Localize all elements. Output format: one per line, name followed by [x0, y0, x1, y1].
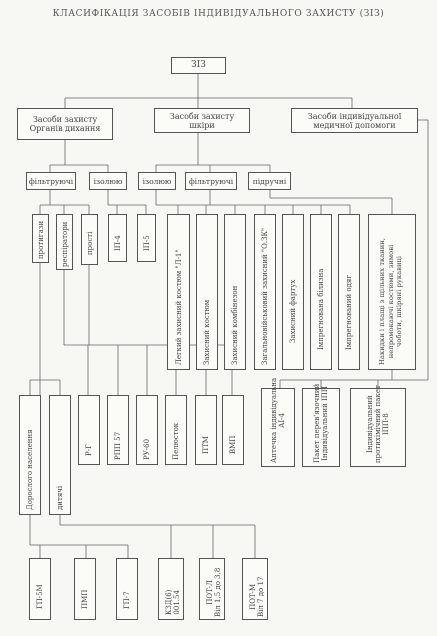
- apron-box: Захисний фартух: [282, 214, 304, 370]
- impregnated-underwear-label: Імпрегнована білизна: [317, 268, 325, 350]
- children-box: дитячі: [49, 395, 71, 515]
- protective-suit-label: Захисний костюм: [203, 299, 211, 365]
- impregnated-clothing-box: Імпрегнований одяг: [338, 214, 360, 370]
- improvised-items-label: Накидки і плащі з щільних тканин, непром…: [378, 237, 403, 365]
- vmp-label: ВМП: [229, 435, 237, 454]
- respirators-label: респіратори: [60, 221, 69, 267]
- pmp-label: ПМП: [81, 589, 89, 609]
- light-suit-l1-label: Легкий захисний костюм "Л-1": [174, 249, 183, 365]
- ip5-box: ІП-5: [137, 214, 156, 262]
- respiratory-protection-label: Засоби захисту Органів дихання: [29, 115, 101, 133]
- isolating-respiratory-label: ізолюю: [93, 176, 123, 186]
- improvised-items-box: Накидки і плащі з щільних тканин, непром…: [368, 214, 416, 370]
- kzd6-label: КЗД(6) 001.54: [165, 589, 181, 615]
- isolating-respiratory-box: ізолюю: [89, 172, 127, 190]
- ip4-label: ІП-4: [113, 235, 122, 251]
- petal-label: Пелюсток: [172, 422, 180, 460]
- rg-box: Р-Г: [78, 395, 100, 465]
- first-aid-kit-ai4-label: Аптечка індивідуальна АІ-4: [270, 377, 286, 463]
- rg-label: Р-Г: [85, 444, 93, 456]
- root-label: ЗІЗ: [191, 60, 206, 70]
- ptm-box: ПТМ: [195, 395, 217, 465]
- ru60-label: РУ-60: [143, 438, 151, 460]
- skin-protection-label: Засоби захисту шкіри: [169, 111, 235, 130]
- ptm-label: ПТМ: [202, 436, 210, 454]
- filtering-respiratory-box: фільтруючі: [26, 172, 76, 190]
- filtering-skin-label: фільтруючі: [188, 176, 234, 186]
- gp7-label: ГП-7: [123, 591, 131, 609]
- improvised-means-label: підручні: [252, 176, 287, 186]
- medical-aid-label: Засоби індивідуальної медичної допомоги: [307, 111, 402, 130]
- protective-overall-label: Захисний комбінезон: [231, 285, 239, 365]
- dressing-package-box: Пакет перев'язочний Індивідуальний ІПП: [302, 384, 340, 467]
- gp5m-label: ГП-5М: [36, 584, 44, 609]
- dressing-package-label: Пакет перев'язочний Індивідуальний ІПП: [313, 383, 329, 463]
- filtering-respiratory-label: фільтруючі: [28, 176, 74, 186]
- rpp57-box: РПП 57: [107, 395, 129, 465]
- ip4-box: ІП-4: [108, 214, 127, 262]
- gas-masks-label: протигази: [36, 220, 45, 259]
- improvised-means-box: підручні: [248, 172, 291, 190]
- pmp-box: ПМП: [74, 558, 96, 620]
- antichemical-package-label: Індивідуальний протихімічний пакет ІПП-8: [366, 385, 390, 463]
- petal-box: Пелюсток: [165, 395, 187, 465]
- impregnated-underwear-box: Імпрегнована білизна: [310, 214, 332, 370]
- light-suit-l1-box: Легкий захисний костюм "Л-1": [167, 214, 190, 370]
- apron-label: Захисний фартух: [289, 279, 297, 343]
- ru60-box: РУ-60: [136, 395, 158, 465]
- vmp-box: ВМП: [222, 395, 244, 465]
- impregnated-clothing-label: Імпрегнований одяг: [345, 275, 353, 350]
- respirators-box: респіратори: [56, 214, 73, 270]
- rpp57-label: РПП 57: [114, 431, 122, 460]
- first-aid-kit-ai4-box: Аптечка індивідуальна АІ-4: [261, 378, 295, 467]
- isolating-skin-label: ізолюю: [142, 176, 172, 186]
- pot-m-box: ПОТ-М Віл 7 до 17: [242, 558, 268, 620]
- filtering-skin-box: фільтруючі: [185, 172, 237, 190]
- simple-label: прості: [85, 231, 94, 255]
- adult-population-box: Дорослого населення: [19, 395, 41, 515]
- pot-l-label: ПОТ-Л Віл 1,5 до 3,8: [206, 567, 222, 617]
- pot-l-box: ПОТ-Л Віл 1,5 до 3,8: [199, 558, 225, 620]
- root-box: ЗІЗ: [171, 57, 226, 74]
- skin-protection-box: Засоби захисту шкіри: [154, 108, 250, 133]
- respiratory-protection-box: Засоби захисту Органів дихання: [17, 108, 113, 140]
- antichemical-package-box: Індивідуальний протихімічний пакет ІПП-8: [350, 385, 406, 467]
- protective-suit-box: Захисний костюм: [196, 214, 218, 370]
- pot-m-label: ПОТ-М Віл 7 до 17: [249, 576, 265, 617]
- ozk-box: Загальновійськовий захисний "О.ЗК": [254, 214, 276, 370]
- gas-masks-box: протигази: [32, 214, 49, 263]
- adult-population-label: Дорослого населення: [26, 429, 34, 510]
- medical-aid-box: Засоби індивідуальної медичної допомоги: [291, 108, 418, 133]
- simple-box: прості: [81, 214, 98, 265]
- gp7-box: ГП-7: [116, 558, 138, 620]
- ozk-label: Загальновійськовий захисний "О.ЗК": [261, 227, 269, 365]
- gp5m-box: ГП-5М: [29, 558, 51, 620]
- isolating-skin-box: ізолюю: [138, 172, 176, 190]
- kzd6-box: КЗД(6) 001.54: [158, 558, 184, 620]
- protective-overall-box: Захисний комбінезон: [224, 214, 246, 370]
- children-label: дитячі: [56, 485, 64, 510]
- ip5-label: ІП-5: [142, 235, 151, 251]
- page-title: КЛАСИФІКАЦІЯ ЗАСОБІВ ІНДИВІДУАЛЬНОГО ЗАХ…: [52, 9, 385, 19]
